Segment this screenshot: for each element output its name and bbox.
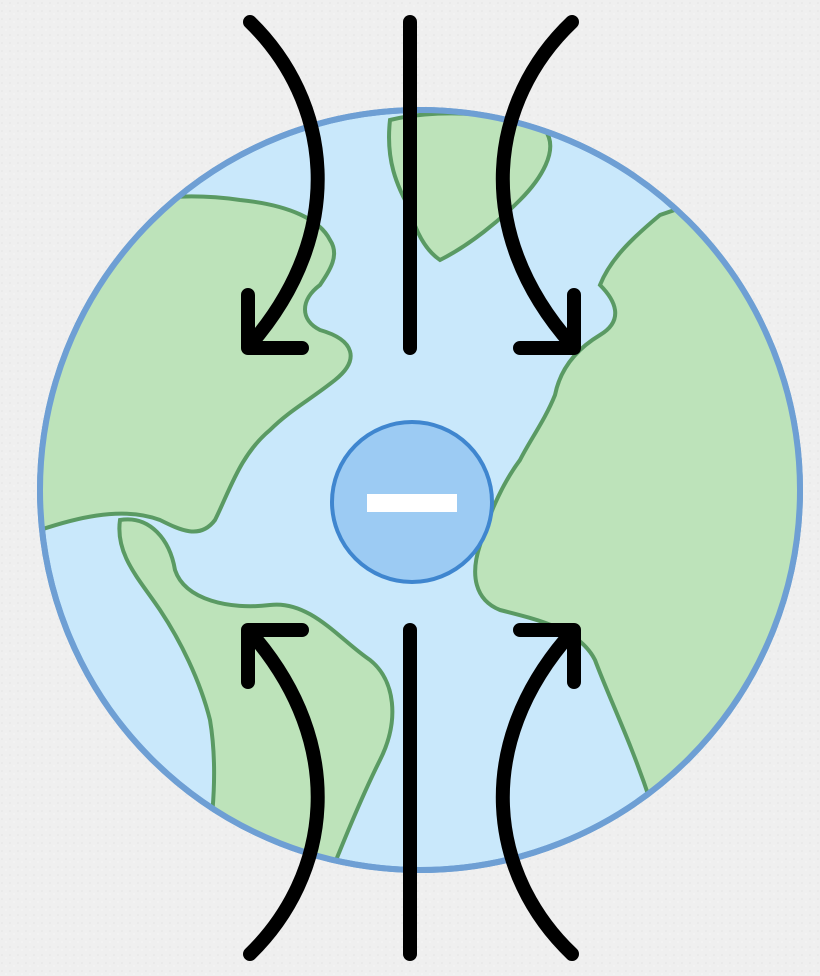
negative-charge-icon	[332, 422, 492, 582]
minus-sign	[367, 494, 457, 512]
